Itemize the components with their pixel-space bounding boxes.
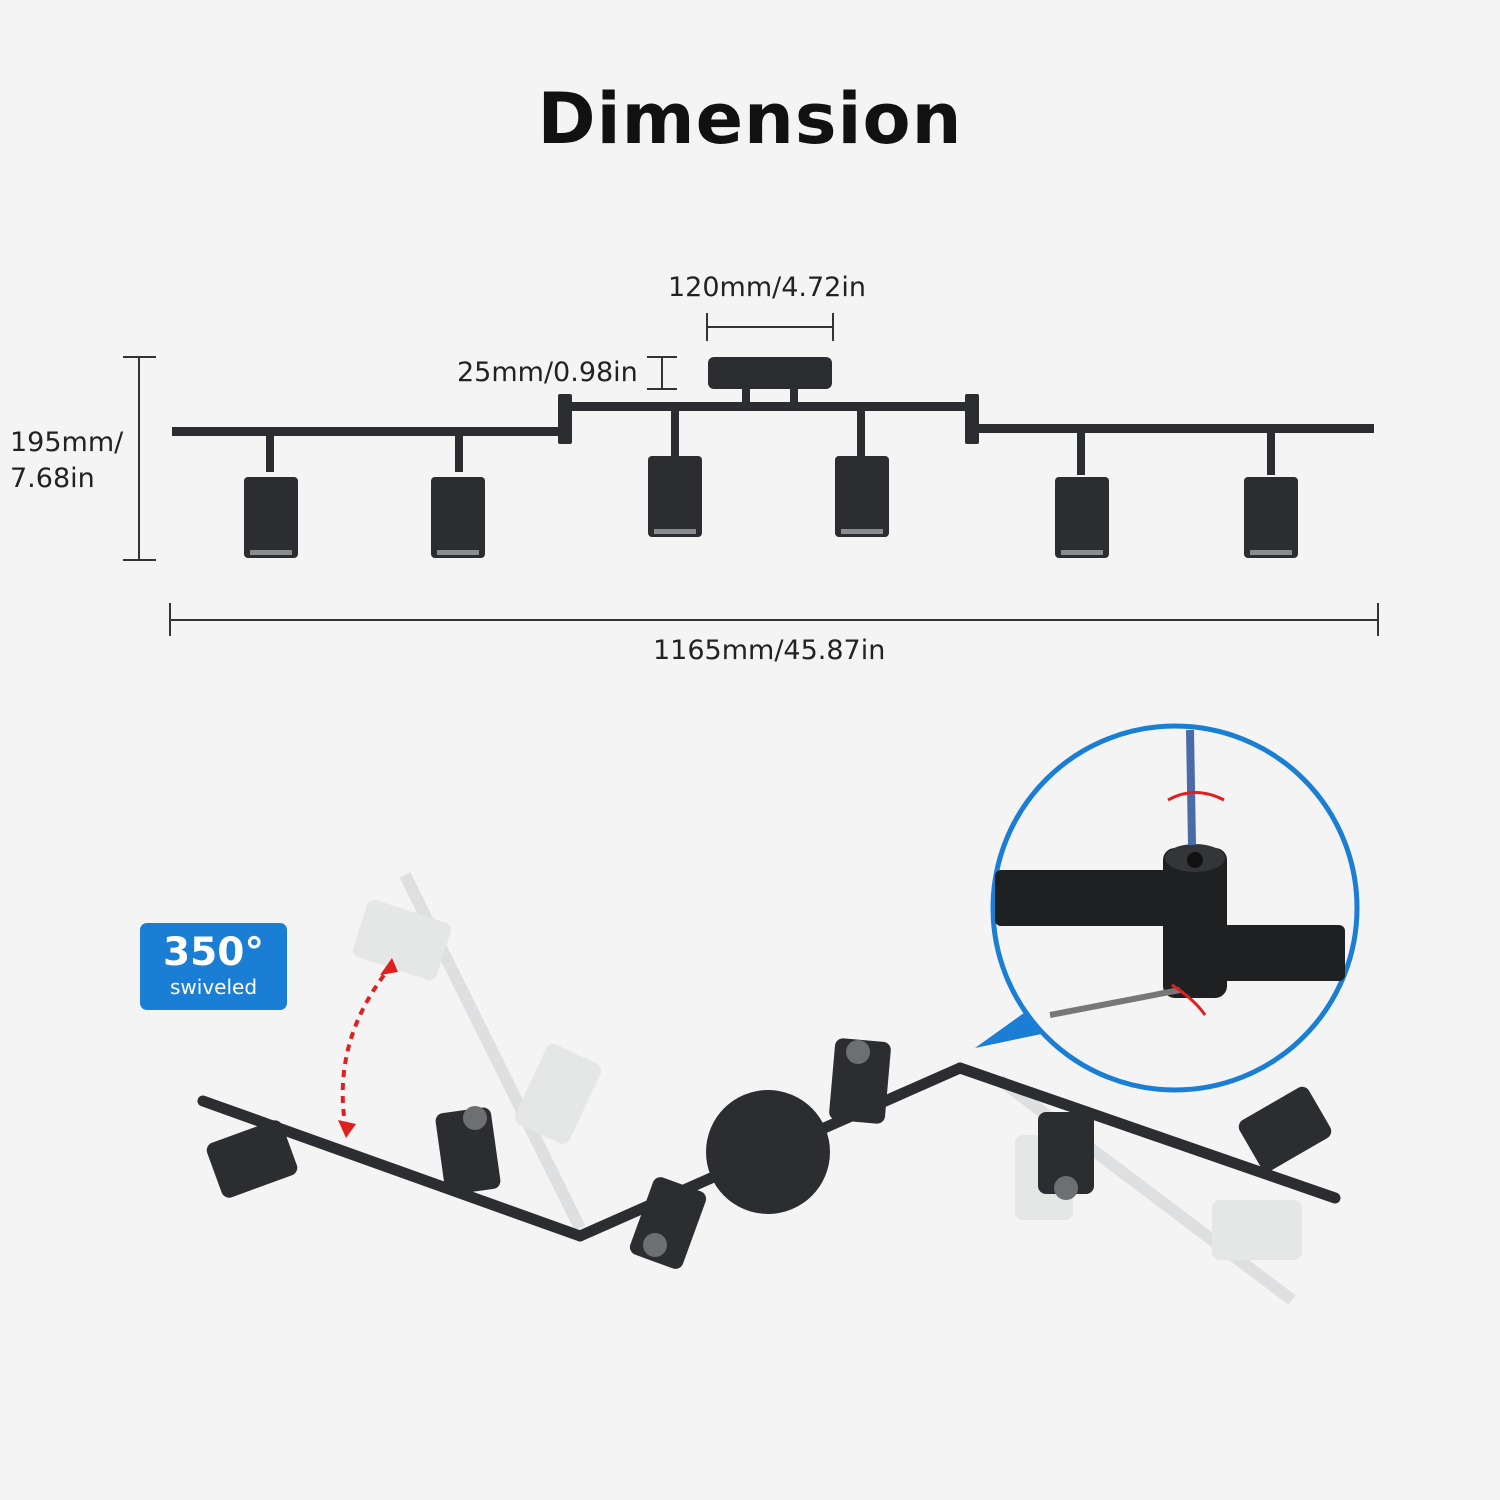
- canopy-height-line: [647, 356, 677, 390]
- badge-label: swiveled: [169, 975, 258, 999]
- spotlight-head: [244, 477, 298, 558]
- right-bar: [975, 424, 1374, 433]
- swivel-badge: 350° swiveled: [140, 923, 287, 1010]
- canopy: [706, 1090, 830, 1214]
- page-title: Dimension: [537, 78, 963, 160]
- spotlight-head: [648, 456, 702, 537]
- zoom-detail: [975, 723, 1360, 1093]
- canopy-height-label: 25mm/0.98in: [457, 357, 638, 388]
- canopy-width-label: 120mm/4.72in: [668, 272, 866, 303]
- spotlight-head: [431, 477, 485, 558]
- height-label-line1: 195mm/: [10, 427, 124, 458]
- total-length-line: [169, 603, 1379, 636]
- spotlight-head: [1244, 477, 1298, 558]
- spotlight-head: [1055, 477, 1109, 558]
- total-length-label: 1165mm/45.87in: [653, 635, 886, 666]
- swivel-arrow: [340, 963, 394, 1131]
- badge-angle: 350°: [163, 930, 264, 975]
- canopy: [708, 357, 832, 389]
- height-label-line2: 7.68in: [10, 463, 95, 494]
- fixture-front-view: [172, 357, 1374, 558]
- ghost-positions: [352, 872, 1302, 1305]
- center-bar: [568, 402, 972, 411]
- total-height-line: [123, 356, 156, 561]
- spotlight-head: [835, 456, 889, 537]
- left-bar: [172, 427, 562, 436]
- canopy-width-line: [706, 313, 834, 341]
